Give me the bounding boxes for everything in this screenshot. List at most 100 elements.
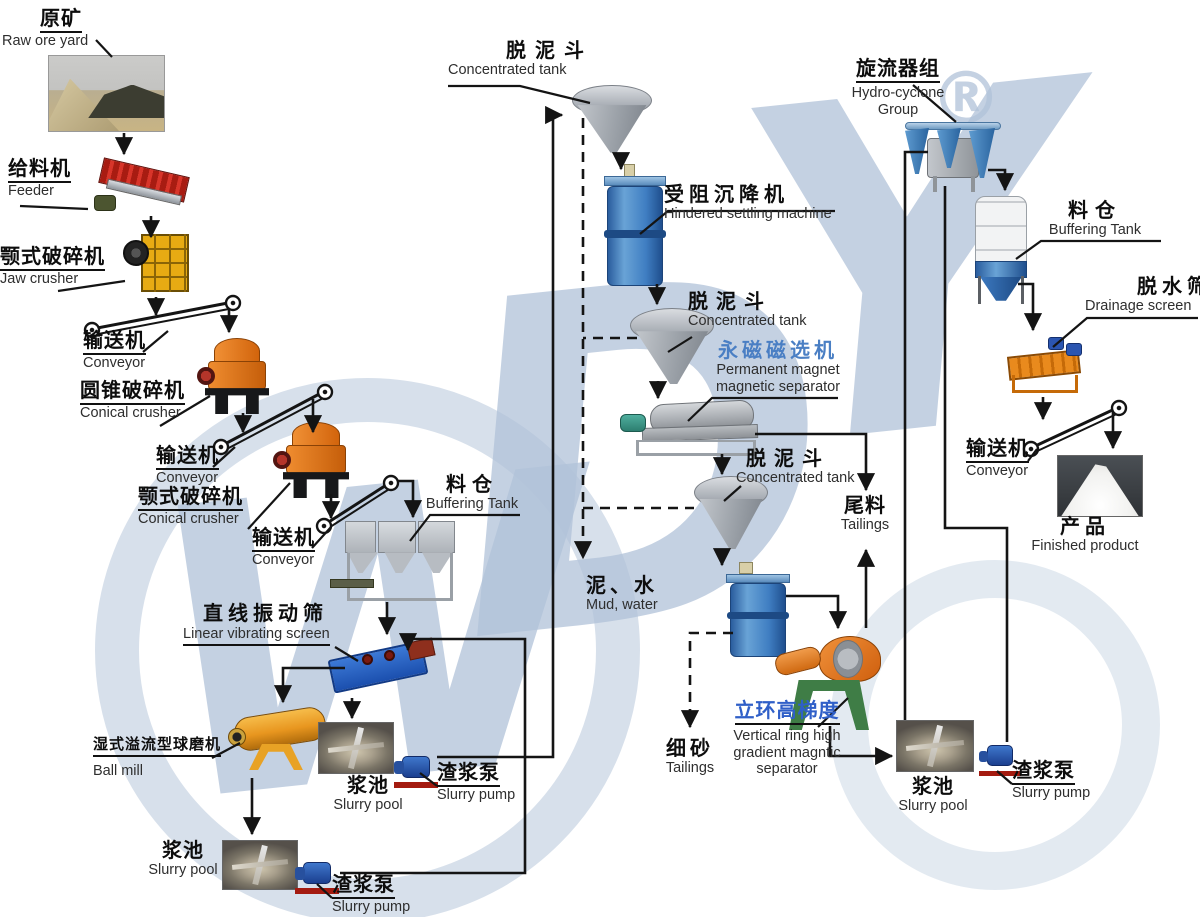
mill-trunnion-icon [228, 728, 246, 746]
label-en: Slurry pool [148, 862, 218, 879]
label-zh: 脱泥斗 [746, 448, 830, 470]
cyclone-legs [933, 176, 975, 192]
label-conveyor2: 输送机 Conveyor [156, 445, 219, 487]
buffering-tank-left-machine [329, 521, 455, 601]
label-slurry-pool-right: 浆池 Slurry pool [888, 776, 978, 815]
settler-band [604, 230, 666, 238]
label-zh: 输送机 [252, 527, 315, 553]
label-conical-crusher1: 圆锥破碎机 Conical crusher [80, 380, 185, 422]
label-concentrated-tank3: 脱泥斗 Concentrated tank [736, 448, 855, 487]
label-slurry-pump-right: 渣浆泵 Slurry pump [1012, 760, 1090, 802]
cone-motor-icon [273, 450, 291, 469]
concentrated-tank3-machine [694, 476, 768, 550]
settler2-machine [725, 562, 791, 660]
label-zh: 湿式溢流型球磨机 [93, 736, 222, 757]
silo-legs [978, 275, 1024, 304]
vr-ring [833, 640, 863, 678]
magnet-separator-machine [616, 399, 760, 458]
label-en: Hindered settling machine [664, 206, 832, 223]
feeder-motor [94, 195, 116, 211]
cone-dome [213, 338, 261, 364]
cone-frame [205, 388, 269, 414]
label-en2: magnetic separator [715, 378, 841, 395]
label-tailings-mid: 尾料 Tailings [836, 495, 894, 534]
hopper-frame [347, 553, 453, 601]
label-en: Conveyor [252, 552, 315, 569]
label-en: Finished product [1031, 538, 1139, 555]
label-zh: 输送机 [83, 330, 146, 356]
label-zh: 尾料 [844, 495, 886, 517]
label-hindered-settler: 受阻沉降机 Hindered settling machine [664, 184, 832, 223]
label-zh: 浆池 [912, 776, 954, 798]
hindered-settler-machine [603, 164, 667, 290]
label-vibrating-screen: 直线振动筛 Linear vibrating screen [183, 603, 330, 646]
settler2-body [730, 583, 786, 657]
vr-chute [773, 644, 823, 678]
feeder-machine [92, 157, 192, 215]
cone-mid [207, 360, 267, 390]
drainage-screen-machine [1006, 335, 1088, 397]
drain-motor1 [1048, 337, 1064, 350]
label-zh: 脱泥斗 [506, 40, 593, 62]
label-slurry-pool-mid: 浆池 Slurry pool [328, 775, 408, 814]
cone-dome [292, 422, 340, 448]
label-zh: 渣浆泵 [1012, 760, 1075, 786]
label-en: Feeder [8, 183, 54, 200]
label-conveyor1: 输送机 Conveyor [83, 330, 146, 372]
label-zh: 细砂 [666, 738, 714, 760]
label-zh: 给料机 [8, 158, 71, 184]
settler2-topbox [739, 562, 754, 574]
label-concentrated-tank1: 脱泥斗 Concentrated tank [448, 40, 593, 79]
label-en: Raw ore yard [2, 33, 89, 50]
jaw-flywheel-icon [123, 240, 149, 266]
cone-motor-icon [197, 366, 215, 385]
label-slurry-pump-mid: 渣浆泵 Slurry pump [437, 762, 515, 804]
label-en: Buffering Tank [1048, 222, 1142, 239]
jaw-grid [141, 234, 189, 292]
label-en: Hydro-cyclone [851, 85, 945, 102]
label-en: Conical crusher [138, 511, 239, 528]
label-zh: 永磁磁选机 [718, 340, 838, 362]
conical-crusher1-machine [197, 338, 269, 414]
label-zh: 受阻沉降机 [664, 184, 789, 206]
label-zh: 立环高梯度 [734, 700, 840, 726]
label-zh: 料仓 [446, 474, 498, 496]
label-en: Permanent magnet [716, 362, 840, 379]
label-en: Tailings [665, 760, 715, 777]
label-en: Ball mill [93, 762, 143, 779]
buffering-tank-right-machine [975, 196, 1027, 304]
conical-crusher2-machine [273, 422, 349, 498]
label-zh: 脱水筛 [1137, 276, 1200, 298]
label-en: Slurry pump [1012, 785, 1091, 802]
label-zh: 颚式破碎机 [138, 486, 243, 512]
label-en: Concentrated tank [688, 313, 807, 330]
hopper-boxes [345, 521, 455, 553]
label-en: Concentrated tank [448, 62, 567, 79]
label-en3: separator [756, 760, 818, 777]
label-buffering-tank-left: 料仓 Buffering Tank [420, 474, 524, 513]
hydrocyclone-machine [903, 112, 1003, 194]
vibrating-screen-machine [327, 637, 436, 698]
settler2-band [726, 612, 790, 619]
label-en: Conveyor [966, 463, 1029, 480]
label-en: Drainage screen [1085, 298, 1192, 315]
label-en: Concentrated tank [736, 470, 855, 487]
label-finished-product: 产品 Finished product [1030, 516, 1140, 555]
label-concentrated-tank2: 脱泥斗 Concentrated tank [688, 291, 807, 330]
cone-frame [283, 472, 349, 498]
label-en: Slurry pump [437, 787, 516, 804]
label-zh: 原矿 [40, 8, 82, 34]
screen-vibrator2-icon [384, 650, 395, 661]
powder-pile-shape [1061, 464, 1139, 516]
label-en: Vertical ring high [733, 728, 841, 745]
label-zh: 浆池 [347, 775, 389, 797]
label-vr-separator: 立环高梯度 Vertical ring high gradient magnti… [722, 700, 852, 777]
label-en2: gradient magntic [733, 744, 841, 761]
label-en: Mud, water [586, 597, 658, 614]
jaw-crusher-machine [123, 228, 189, 296]
label-drainage-screen: 脱水筛 Drainage screen [1085, 276, 1200, 315]
label-zh: 输送机 [156, 445, 219, 471]
label-conical-crusher2: 颚式破碎机 Conical crusher [138, 486, 243, 528]
label-raw-ore: 原矿 Raw ore yard [2, 8, 88, 50]
slurry-pool-bottom-photo [222, 840, 298, 890]
